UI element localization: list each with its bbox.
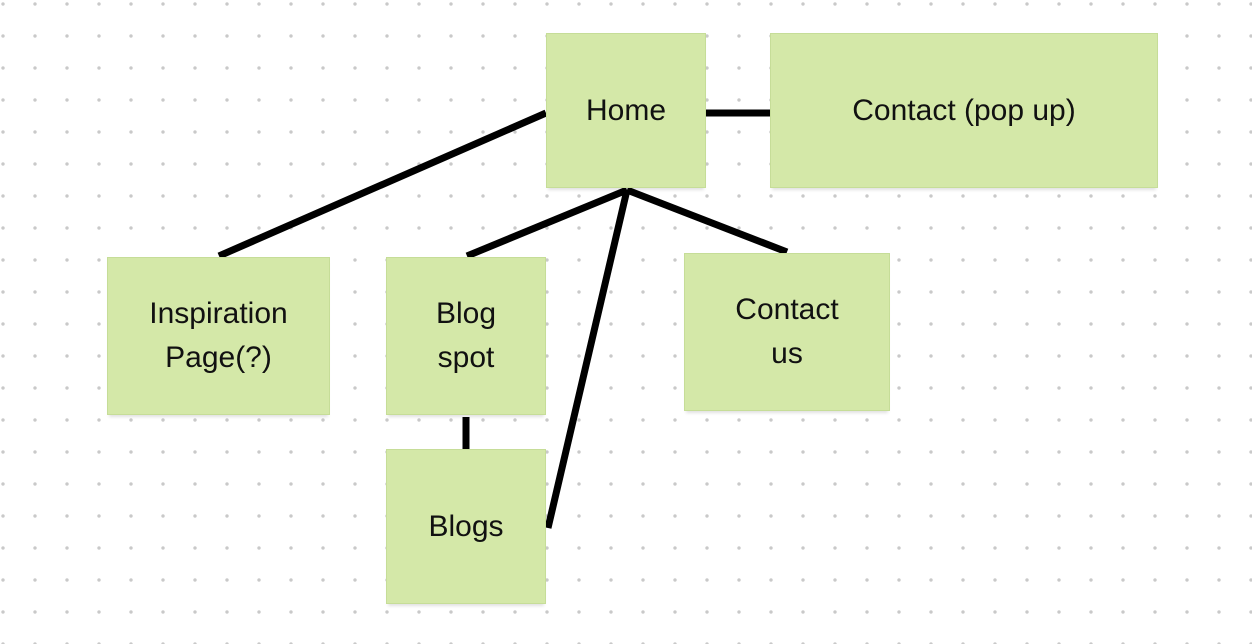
sticky-note-blog-spot[interactable]: Blog spot: [386, 257, 546, 415]
sticky-note-home[interactable]: Home: [546, 33, 706, 188]
note-label-home: Home: [585, 93, 667, 127]
note-label-blogs: Blogs: [428, 509, 504, 543]
sticky-note-inspiration[interactable]: Inspiration Page(?): [107, 257, 330, 415]
edge-home-to-blogs[interactable]: [544, 189, 631, 529]
note-label-blog-spot: Blog spot: [435, 297, 497, 374]
note-label-contact-us: Contact us: [735, 293, 839, 370]
sticky-note-contact-us[interactable]: Contact us: [684, 253, 890, 411]
sticky-note-contact-popup[interactable]: Contact (pop up): [770, 33, 1158, 188]
note-label-inspiration: Inspiration Page(?): [149, 297, 288, 374]
sticky-note-blogs[interactable]: Blogs: [386, 449, 546, 604]
note-label-contact-popup: Contact (pop up): [852, 93, 1076, 127]
edge-home-to-inspiration[interactable]: [217, 109, 548, 260]
edge-home-to-contact-us[interactable]: [625, 186, 789, 256]
edge-home-to-blog-spot[interactable]: [465, 186, 629, 260]
